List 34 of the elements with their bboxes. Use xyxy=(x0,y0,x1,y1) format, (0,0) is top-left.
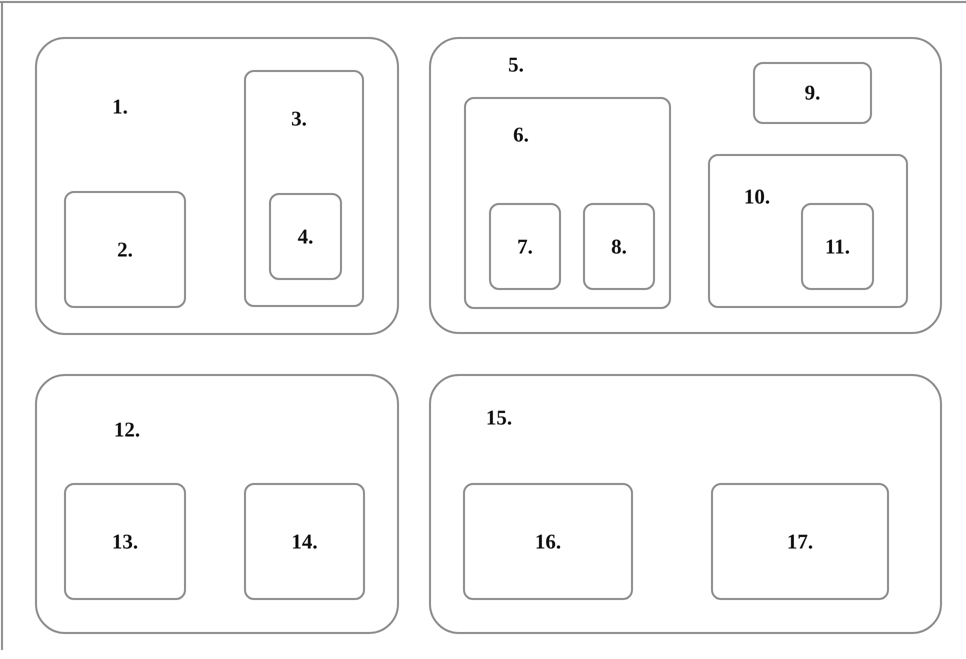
node-label: 13. xyxy=(112,531,138,552)
process-box xyxy=(801,203,874,290)
process-box xyxy=(64,191,186,308)
node-label: 7. xyxy=(517,236,533,257)
process-box xyxy=(489,203,561,290)
group-panel xyxy=(429,374,942,634)
node-label: 16. xyxy=(534,531,562,552)
node-label: 2. xyxy=(117,239,133,260)
process-box xyxy=(244,483,365,600)
node-label: 15. xyxy=(486,408,512,428)
process-box xyxy=(464,97,671,309)
node-label: 6. xyxy=(513,124,529,146)
node-label: 5. xyxy=(508,54,524,76)
node-label: 11. xyxy=(824,236,850,257)
group-panel xyxy=(35,37,399,335)
node-label: 17. xyxy=(786,531,814,552)
process-box xyxy=(583,203,655,290)
group-panel xyxy=(35,374,399,634)
process-box xyxy=(753,62,872,124)
node-label: 10. xyxy=(744,186,770,208)
process-box xyxy=(244,70,364,307)
node-label: 1. xyxy=(112,96,128,118)
group-panel xyxy=(429,37,942,334)
node-label: 4. xyxy=(298,226,314,247)
node-label: 12. xyxy=(114,420,140,440)
process-box xyxy=(269,193,342,280)
node-label: 3. xyxy=(291,108,307,130)
process-box xyxy=(711,483,889,600)
process-box xyxy=(708,154,908,308)
process-box xyxy=(64,483,186,600)
node-label: 9. xyxy=(804,82,820,104)
process-box xyxy=(463,483,633,600)
node-label: 14. xyxy=(291,531,318,552)
node-label: 8. xyxy=(611,236,627,257)
